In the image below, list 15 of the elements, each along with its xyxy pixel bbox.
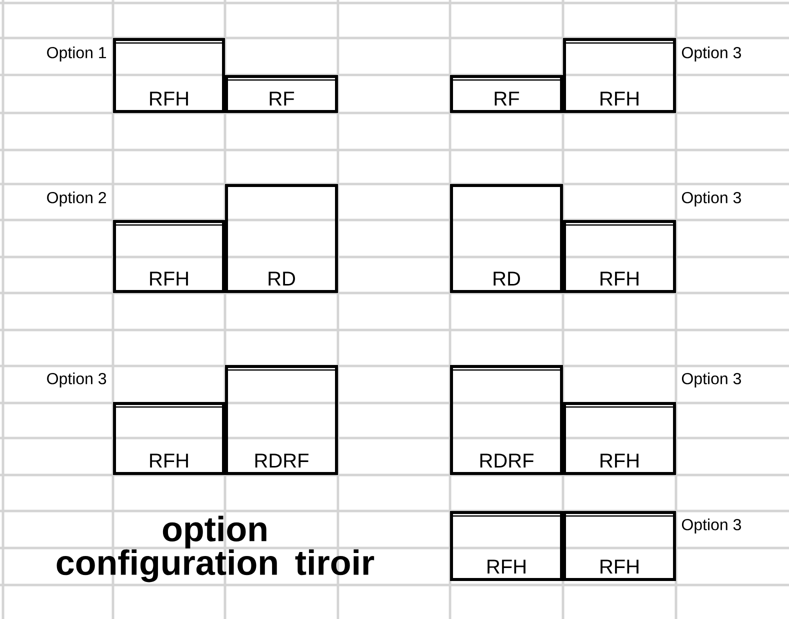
- drawer-box: RFH: [113, 38, 225, 113]
- drawer-box: RFH: [563, 402, 676, 475]
- title: option configuration tiroir: [56, 516, 374, 582]
- drawer-box: RFH: [113, 220, 225, 293]
- drawer-box: RFH: [563, 511, 676, 581]
- drawer-box: RD: [450, 184, 563, 293]
- drawer-box: RFH: [563, 38, 676, 113]
- drawer-box: RFH: [113, 402, 225, 475]
- drawer-box: RDRF: [225, 365, 338, 475]
- drawer-box: RF: [450, 75, 563, 113]
- drawer-box: RD: [225, 184, 338, 293]
- drawer-box: RFH: [563, 220, 676, 293]
- drawer-box: RFH: [450, 511, 563, 581]
- drawer-box: RDRF: [450, 365, 563, 475]
- drawer-box: RF: [225, 75, 338, 113]
